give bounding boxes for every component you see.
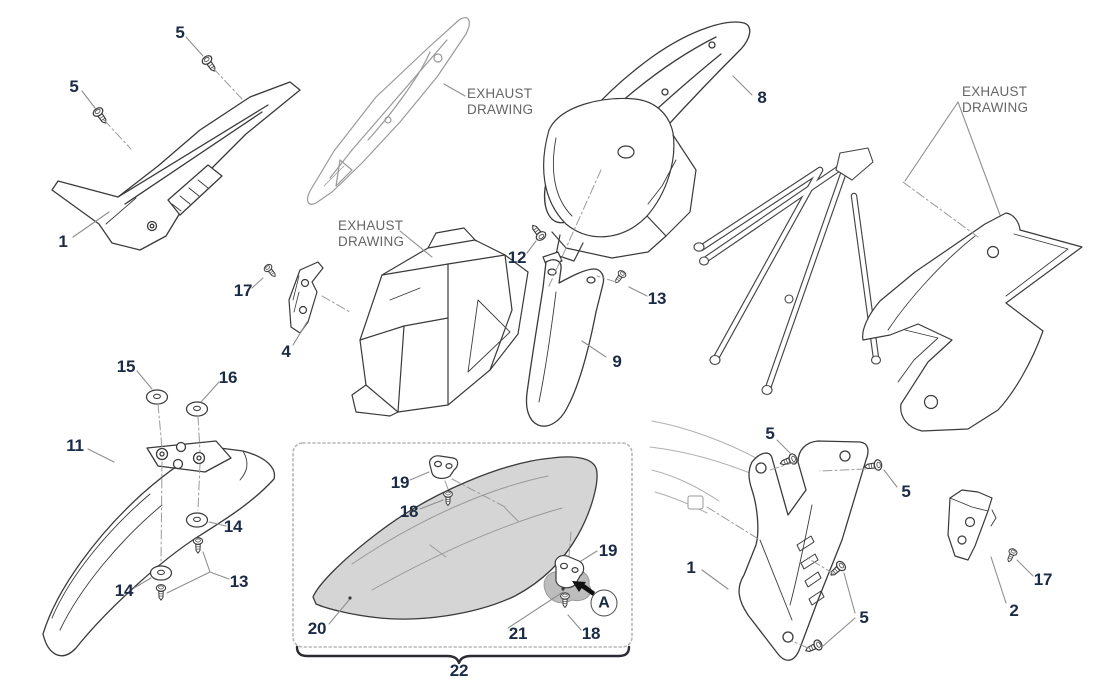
callout-part-21: 21 bbox=[508, 624, 528, 643]
seat-bracket-right-art bbox=[554, 555, 585, 589]
callout-part-20: 20 bbox=[307, 619, 327, 638]
screw-12-art bbox=[527, 221, 548, 243]
callout-leader-lines bbox=[72, 36, 1034, 647]
callout-part-18-a: 18 bbox=[399, 502, 419, 521]
airbox-reference-art bbox=[351, 227, 529, 417]
exhaust-drawing-label-top-right: EXHAUST DRAWING bbox=[962, 84, 1028, 115]
callout-part-4: 4 bbox=[281, 342, 291, 361]
callout-part-1-right: 1 bbox=[686, 558, 696, 577]
callout-part-11: 11 bbox=[66, 436, 84, 455]
assembly-axis-lines bbox=[103, 67, 979, 649]
callout-part-5-d: 5 bbox=[901, 482, 911, 501]
exhaust-heat-shield-reference-art bbox=[306, 17, 470, 205]
callout-part-18-b: 18 bbox=[581, 624, 601, 643]
callout-part-13-a: 13 bbox=[647, 289, 667, 308]
part-2-bracket-art bbox=[947, 489, 997, 561]
right-side-panel-reference-art bbox=[862, 212, 1083, 432]
callout-part-5-c: 5 bbox=[765, 424, 775, 443]
exhaust-drawing-line1: EXHAUST bbox=[467, 86, 533, 101]
part-11-front-fender-art bbox=[42, 440, 276, 657]
callout-part-1-left: 1 bbox=[58, 232, 68, 251]
frame-reference-lines bbox=[649, 420, 759, 514]
screw-5-d-art bbox=[863, 458, 883, 473]
callout-part-5-a: 5 bbox=[175, 23, 185, 42]
seat-bracket-left-art bbox=[429, 455, 459, 479]
callout-part-12: 12 bbox=[507, 248, 527, 267]
part-4-bracket-art bbox=[288, 261, 324, 334]
exhaust-drawing-label-middle-left: EXHAUST DRAWING bbox=[338, 218, 404, 249]
part-9-mud-flap-art bbox=[525, 259, 605, 427]
callout-part-22: 22 bbox=[449, 661, 469, 680]
seat-assembly-brace bbox=[295, 645, 631, 665]
washer-14-rear-art bbox=[149, 565, 173, 581]
seat-assembly-dashed-box bbox=[292, 442, 633, 648]
screw-13-b-art bbox=[192, 537, 204, 554]
detail-marker-a: A bbox=[590, 589, 618, 617]
exhaust-drawing-line2: DRAWING bbox=[338, 233, 405, 249]
exhaust-drawing-line2: DRAWING bbox=[962, 99, 1029, 115]
callout-part-9: 9 bbox=[612, 352, 622, 371]
exhaust-drawing-label-top-middle: EXHAUST DRAWING bbox=[467, 86, 533, 117]
callout-part-17-b: 17 bbox=[1033, 570, 1053, 589]
part-1-right-side-panel-art bbox=[738, 440, 869, 661]
callout-part-16: 16 bbox=[218, 368, 238, 387]
callout-part-15: 15 bbox=[116, 357, 136, 376]
callout-part-14-a: 14 bbox=[223, 517, 243, 536]
seat-art bbox=[312, 456, 598, 620]
washer-16-art bbox=[185, 401, 209, 417]
screw-17-a-art bbox=[262, 262, 279, 280]
exhaust-drawing-line1: EXHAUST bbox=[338, 218, 404, 233]
part-1-left-side-panel-art bbox=[51, 81, 301, 251]
screw-13-c-art bbox=[155, 584, 167, 601]
callout-part-5-b: 5 bbox=[69, 77, 79, 96]
rear-fender-front-section-art bbox=[542, 97, 697, 268]
callout-part-2: 2 bbox=[1009, 601, 1019, 620]
exhaust-drawing-line2: DRAWING bbox=[467, 101, 534, 117]
subframe-reference-art bbox=[693, 147, 882, 396]
callout-part-13-b: 13 bbox=[229, 572, 249, 591]
washer-14-front-art bbox=[185, 512, 209, 528]
callout-part-19-a: 19 bbox=[390, 473, 410, 492]
washer-15-art bbox=[145, 389, 169, 405]
callout-part-8: 8 bbox=[757, 88, 767, 107]
screw-17-b-art bbox=[1004, 547, 1019, 565]
callout-part-19-b: 19 bbox=[598, 541, 618, 560]
detail-a-arrow bbox=[572, 581, 595, 596]
callout-part-5-e: 5 bbox=[859, 608, 869, 627]
callout-part-14-b: 14 bbox=[114, 581, 134, 600]
callout-part-17-a: 17 bbox=[233, 281, 253, 300]
exhaust-drawing-line1: EXHAUST bbox=[962, 84, 1028, 99]
screw-13-a-art bbox=[611, 268, 628, 286]
